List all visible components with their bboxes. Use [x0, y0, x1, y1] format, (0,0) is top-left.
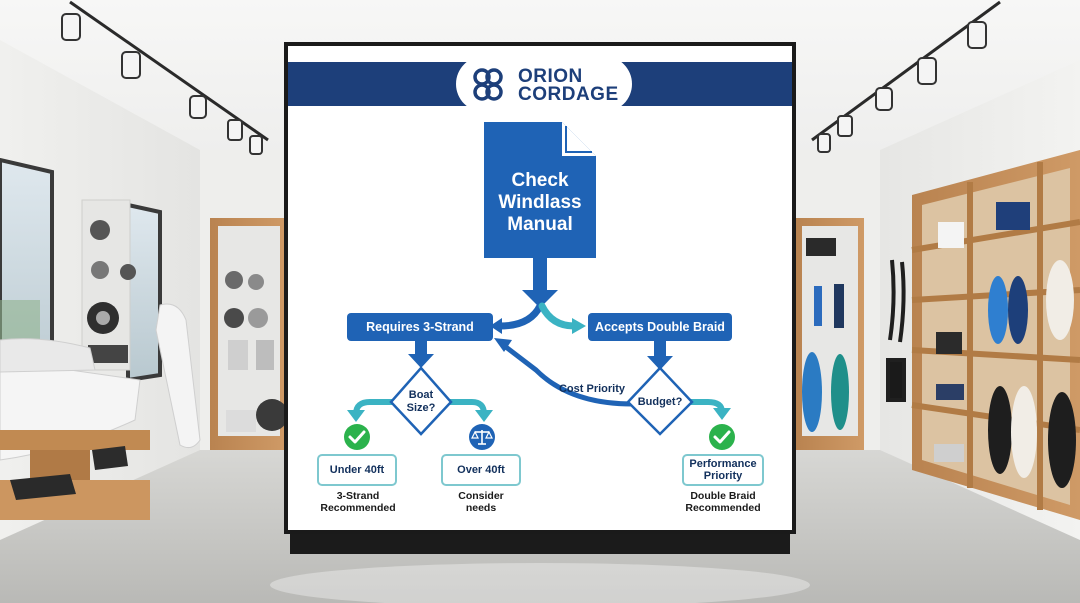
pill-requires-3-strand: [347, 313, 493, 341]
outcome-performance-note: Double Braid Recommended: [685, 490, 761, 514]
decision-boat-size: [389, 366, 453, 436]
rope-shelving-unit: [911, 150, 1080, 520]
brand-name-line-2: CORDAGE: [518, 84, 619, 105]
outcome-box-over-40ft: [441, 454, 521, 486]
brand-name-line-1: ORION: [518, 66, 583, 87]
outcome-over-40ft-note: Consider needs: [458, 490, 504, 514]
branch-left-label: Requires 3-Strand: [366, 320, 474, 334]
left-wall-display: [81, 199, 136, 371]
outcome-under-40ft-note: 3-Strand Recommended: [320, 490, 396, 514]
cost-priority-label: Cost Priority: [558, 383, 625, 395]
window-right: [126, 202, 162, 383]
decision-budget: [626, 366, 694, 436]
knot-logo-icon: [473, 68, 503, 101]
track-lights-left: [61, 0, 269, 155]
checkmark-icon: [344, 424, 370, 450]
outcome-performance-label: Performance Priority: [689, 458, 757, 482]
decision-budget-label: Budget?: [637, 396, 683, 408]
branch-right-label: Accepts Double Braid: [595, 320, 725, 334]
track-lights-right: [811, 0, 1001, 153]
checkmark-icon: [709, 424, 735, 450]
start-node-label: Check Windlass Manual: [498, 170, 582, 235]
decision-boat-size-label: Boat Size?: [406, 389, 436, 414]
outcome-box-under-40ft: [317, 454, 397, 486]
boat-display: [0, 303, 201, 520]
back-left-shelf: [210, 218, 288, 450]
flow-arrows: [347, 258, 731, 422]
outcome-over-40ft-label: Over 40ft: [457, 464, 505, 476]
back-right-shelf: [796, 218, 864, 450]
outcome-under-40ft-label: Under 40ft: [329, 464, 385, 476]
hanging-lines: [886, 259, 906, 402]
outcome-box-performance: [682, 454, 764, 486]
pill-accepts-double-braid: [588, 313, 732, 341]
balance-scale-icon: [469, 424, 495, 450]
